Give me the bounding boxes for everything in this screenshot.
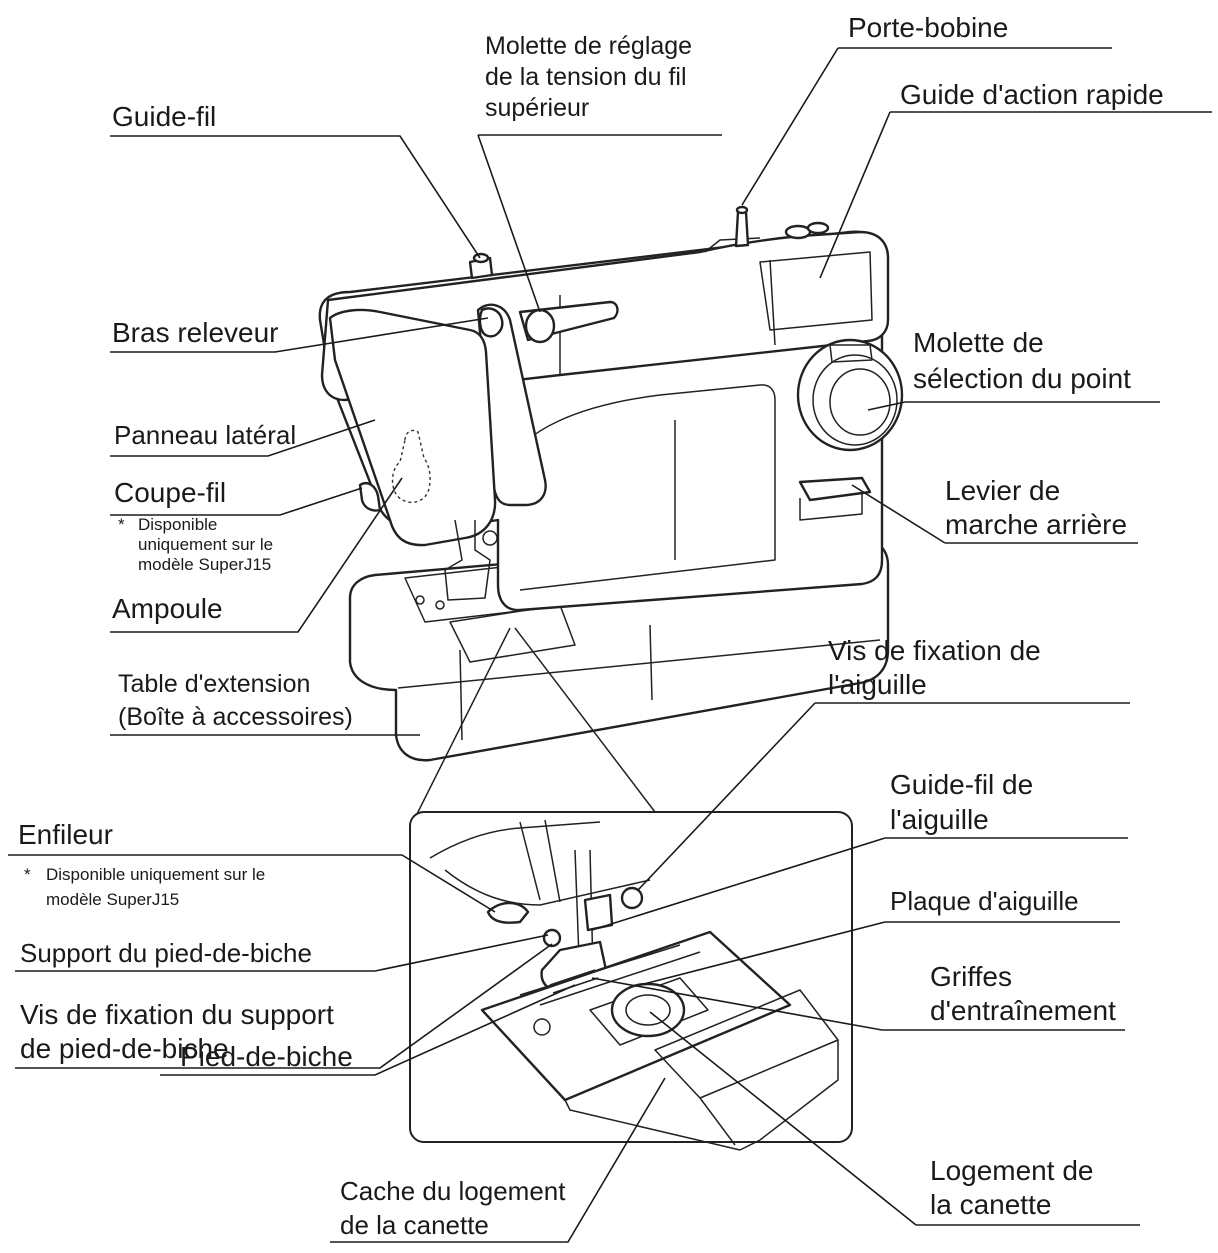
reverse-lever-shape bbox=[798, 476, 872, 502]
leader-lines bbox=[8, 47, 1212, 1243]
take-up-lever-shape bbox=[476, 303, 547, 507]
label-molette-tension-1: Molette de réglage bbox=[485, 32, 692, 60]
label-cache-logement-2: de la canette bbox=[340, 1210, 489, 1240]
label-porte-bobine: Porte-bobine bbox=[848, 12, 1008, 43]
label-levier-marche-2: marche arrière bbox=[945, 509, 1127, 540]
labels: Porte-bobine Molette de réglage de la te… bbox=[18, 12, 1164, 1240]
detail-inset bbox=[409, 811, 853, 1151]
label-guide-fil: Guide-fil bbox=[112, 101, 216, 132]
label-cache-logement-1: Cache du logement bbox=[340, 1176, 566, 1206]
sewing-machine-illustration bbox=[318, 205, 904, 819]
label-enfileur: Enfileur bbox=[18, 819, 113, 850]
label-coupe-fil: Coupe-fil bbox=[114, 477, 226, 508]
label-table-extension-2: (Boîte à accessoires) bbox=[118, 703, 353, 731]
coupe-fil-note-3: modèle SuperJ15 bbox=[138, 555, 271, 574]
coupe-fil-note-2: uniquement sur le bbox=[138, 535, 273, 554]
label-griffes-2: d'entraînement bbox=[930, 995, 1116, 1026]
label-pied-de-biche: Pied-de-biche bbox=[180, 1041, 353, 1072]
label-guide-fil-aiguille-2: l'aiguille bbox=[890, 804, 989, 835]
label-molette-tension-2: de la tension du fil bbox=[485, 63, 687, 91]
label-guide-fil-aiguille-1: Guide-fil de bbox=[890, 769, 1033, 800]
enfileur-note-2: modèle SuperJ15 bbox=[46, 890, 179, 909]
side-panel-shape bbox=[328, 308, 497, 547]
label-support-pied: Support du pied-de-biche bbox=[20, 938, 312, 968]
enfileur-note-1: Disponible uniquement sur le bbox=[46, 865, 265, 884]
label-molette-tension-3: supérieur bbox=[485, 94, 589, 122]
coupe-fil-note-1: Disponible bbox=[138, 515, 217, 534]
label-vis-support-1: Vis de fixation du support bbox=[20, 999, 334, 1030]
label-panneau-lateral: Panneau latéral bbox=[114, 420, 296, 450]
enfileur-note-asterisk: * bbox=[24, 865, 31, 884]
label-molette-selection-2: sélection du point bbox=[913, 363, 1131, 394]
bulb-shape bbox=[391, 429, 431, 504]
label-vis-aiguille-1: Vis de fixation de bbox=[828, 635, 1041, 666]
spool-pin-shape bbox=[734, 210, 750, 248]
label-guide-action-rapide: Guide d'action rapide bbox=[900, 79, 1164, 110]
stitch-dial-shape bbox=[796, 338, 904, 452]
label-logement-canette-1: Logement de bbox=[930, 1155, 1093, 1186]
label-levier-marche-1: Levier de bbox=[945, 475, 1060, 506]
label-plaque-aiguille: Plaque d'aiguille bbox=[890, 886, 1079, 916]
label-vis-aiguille-2: l'aiguille bbox=[828, 669, 927, 700]
label-molette-selection-1: Molette de bbox=[913, 327, 1044, 358]
label-bras-releveur: Bras releveur bbox=[112, 317, 279, 348]
label-griffes-1: Griffes bbox=[930, 961, 1012, 992]
bobbin-case-shape bbox=[610, 982, 686, 1038]
label-logement-canette-2: la canette bbox=[930, 1189, 1051, 1220]
label-table-extension-1: Table d'extension bbox=[118, 670, 310, 698]
label-vis-support-2: de pied-de-biche bbox=[20, 1033, 229, 1064]
coupe-fil-note-asterisk: * bbox=[118, 515, 125, 534]
label-ampoule: Ampoule bbox=[112, 593, 223, 624]
